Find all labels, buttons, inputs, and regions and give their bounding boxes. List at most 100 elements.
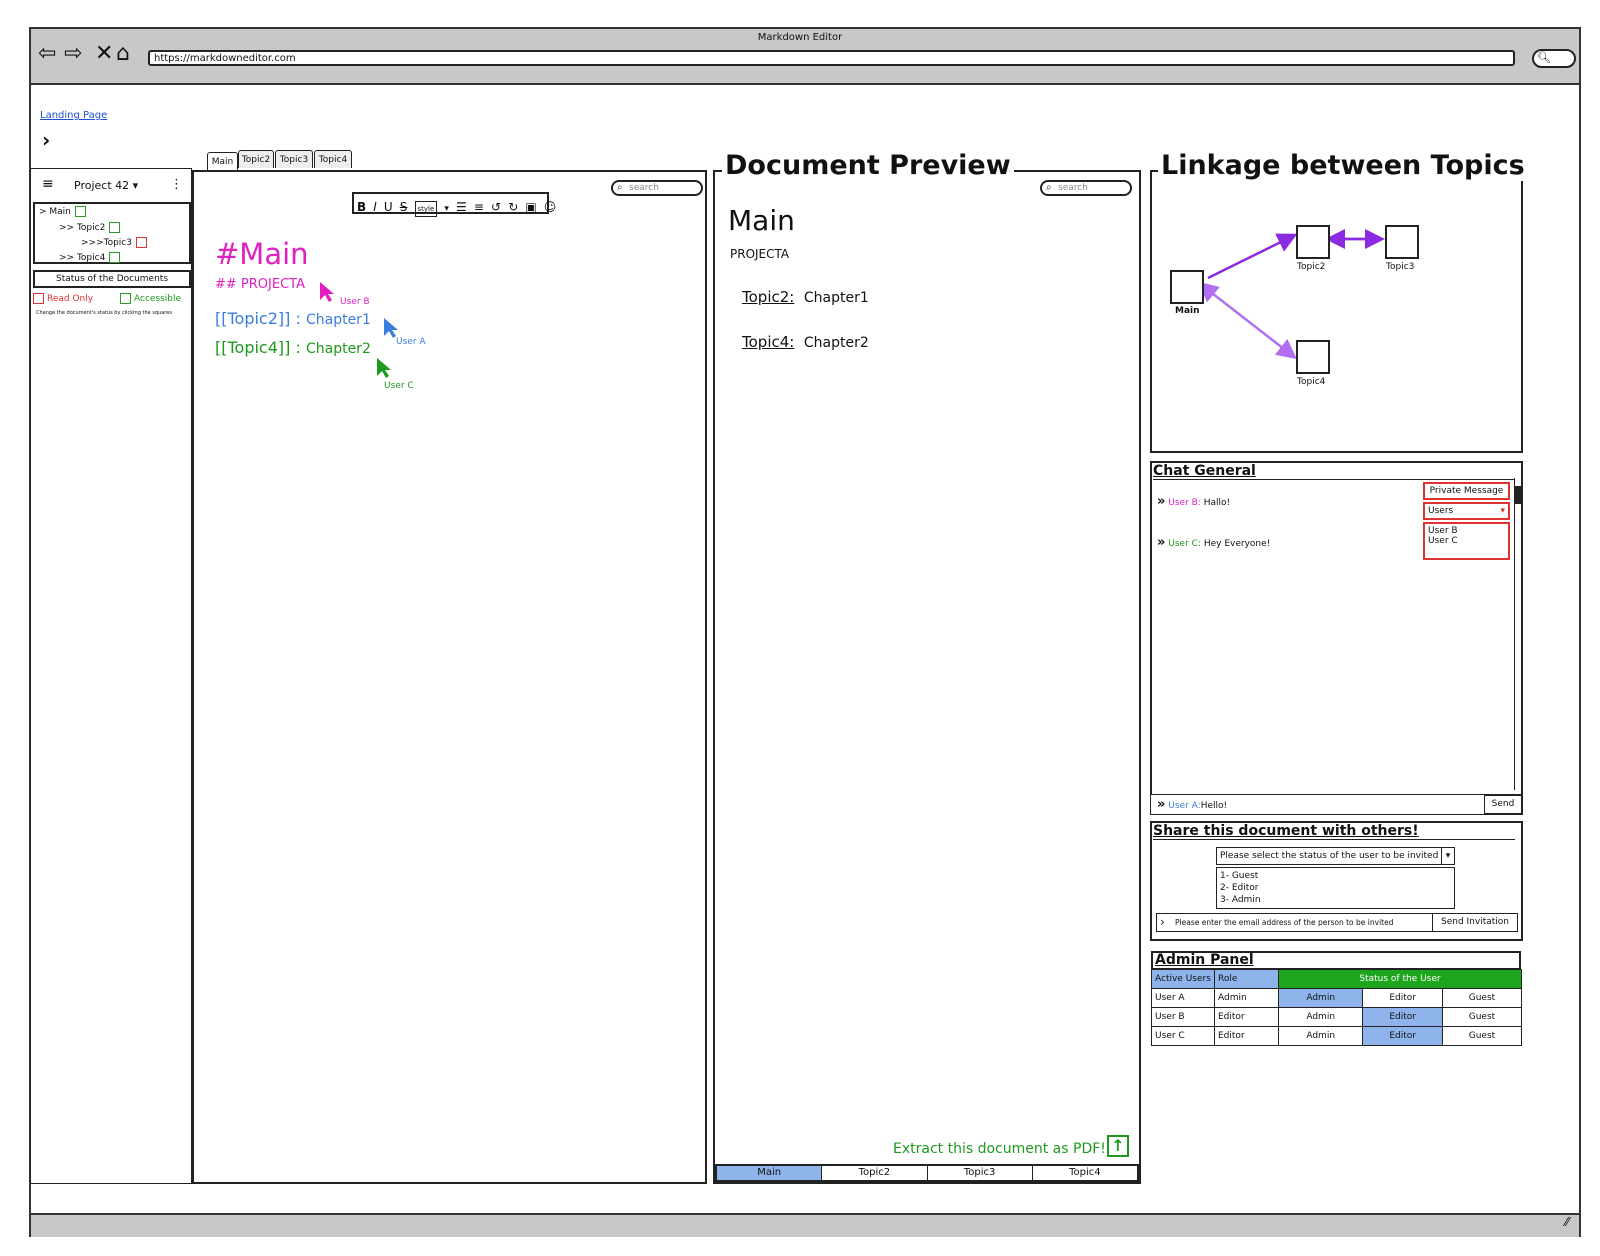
tab-main[interactable]: Main — [207, 152, 238, 172]
italic-button[interactable]: I — [373, 200, 377, 214]
editor-heading[interactable]: #Main — [215, 237, 309, 271]
editor-link-topic2[interactable]: [[Topic2]] : Chapter1 — [215, 309, 371, 328]
cursor-label-a: User A — [396, 337, 426, 347]
export-pdf-link[interactable]: Extract this document as PDF! — [893, 1141, 1106, 1157]
editor-pane[interactable] — [192, 170, 707, 1184]
editor-subheading[interactable]: ## PROJECTA — [215, 277, 305, 292]
email-input[interactable]: ›Please enter the email address of the p… — [1156, 913, 1518, 932]
status-guest-option[interactable]: Guest — [1441, 988, 1523, 1008]
link-text: Chapter1 — [305, 312, 371, 328]
status-admin-option[interactable]: Admin — [1277, 988, 1364, 1008]
status-option[interactable]: 2- Editor — [1220, 883, 1259, 893]
private-message-button[interactable]: Private Message — [1423, 482, 1510, 500]
chat-title: Chat General — [1153, 463, 1515, 480]
tree-label: >>>Topic3 — [81, 238, 132, 248]
redo-icon[interactable]: ↻ — [508, 200, 519, 214]
address-bar[interactable]: https://markdowneditor.com — [148, 50, 1515, 66]
bullet-list-icon[interactable]: ☰ — [456, 200, 467, 214]
forward-icon[interactable]: ⇨ — [64, 41, 83, 66]
status-editor-option[interactable]: Editor — [1362, 1026, 1443, 1046]
undo-icon[interactable]: ↺ — [491, 200, 502, 214]
users-select[interactable]: Users▾ — [1423, 502, 1510, 520]
user-option[interactable]: User C — [1428, 536, 1458, 546]
node-label-topic2: Topic2 — [1297, 262, 1326, 272]
search-icon: ⌕ — [617, 182, 623, 193]
chat-input[interactable]: » User A:Hello! — [1157, 797, 1227, 812]
style-dropdown-icon[interactable]: ▾ — [444, 204, 449, 214]
send-invitation-button[interactable]: Send Invitation — [1432, 913, 1518, 932]
search-placeholder: search — [629, 183, 659, 193]
scrollbar-thumb[interactable] — [1515, 486, 1521, 504]
preview-row-topic4: Topic4: Chapter2 — [742, 333, 869, 351]
underline-button[interactable]: U — [383, 200, 393, 214]
user-b-cursor-icon — [320, 282, 334, 302]
status-square[interactable] — [109, 252, 121, 263]
tree-item-topic4[interactable]: >> Topic4 — [59, 252, 121, 263]
preview-topic-link[interactable]: Topic2: — [742, 288, 795, 306]
tab-topic2[interactable]: Topic2 — [238, 150, 274, 168]
image-icon[interactable]: ▣ — [525, 200, 537, 214]
green-square-icon — [120, 293, 131, 304]
close-icon[interactable]: ✕ — [95, 41, 114, 66]
linkage-panel — [1150, 170, 1523, 453]
status-select[interactable]: Please select the status of the user to … — [1216, 847, 1455, 865]
user-a-cursor-icon — [384, 318, 398, 338]
tree-item-topic3[interactable]: >>>Topic3 — [81, 237, 147, 248]
preview-search-input[interactable]: ⌕search — [1040, 180, 1132, 196]
tab-topic3[interactable]: Topic3 — [275, 150, 313, 168]
browser-search-icon[interactable]: 🔍︎ — [1532, 49, 1576, 68]
project-name: Project 42 — [74, 179, 130, 192]
status-admin-option[interactable]: Admin — [1277, 1007, 1364, 1027]
status-square[interactable] — [136, 237, 147, 248]
red-square-icon — [33, 293, 44, 304]
node-main[interactable] — [1170, 270, 1204, 304]
status-guest-option[interactable]: Guest — [1441, 1007, 1523, 1027]
chevron-down-icon: ▾ — [1441, 848, 1454, 864]
chat-input-user: User A: — [1168, 801, 1201, 811]
user-option[interactable]: User B — [1428, 526, 1458, 536]
preview-tab-topic4[interactable]: Topic4 — [1069, 1167, 1101, 1178]
numbered-list-icon[interactable]: ≡ — [473, 200, 484, 214]
status-square[interactable] — [109, 222, 121, 233]
search-icon: ⌕ — [1046, 182, 1052, 193]
status-editor-option[interactable]: Editor — [1362, 988, 1443, 1008]
strikethrough-button[interactable]: S — [399, 200, 408, 214]
emoji-icon[interactable]: ☺ — [543, 200, 557, 214]
upload-icon[interactable]: ↑ — [1107, 1135, 1129, 1157]
back-icon[interactable]: ⇦ — [38, 41, 57, 66]
node-topic3[interactable] — [1385, 225, 1419, 259]
preview-tab-topic2[interactable]: Topic2 — [822, 1166, 928, 1180]
chevron-down-icon: ▾ — [1500, 506, 1505, 516]
chevron-right-icon[interactable]: › — [42, 128, 51, 152]
preview-tab-main[interactable]: Main — [717, 1166, 823, 1180]
status-square[interactable] — [74, 206, 86, 217]
project-selector[interactable]: Project 42 ▾ — [74, 179, 139, 192]
resize-handle-icon[interactable]: ⁄⁄ — [1565, 1215, 1570, 1229]
chat-user: User C: — [1168, 539, 1201, 549]
tree-item-main[interactable]: > Main — [39, 206, 86, 217]
preview-tab-topic3[interactable]: Topic3 — [928, 1166, 1033, 1180]
node-topic4[interactable] — [1296, 340, 1330, 374]
node-topic2[interactable] — [1296, 225, 1330, 259]
cursor-label-c: User C — [384, 381, 414, 391]
status-guest-option[interactable]: Guest — [1441, 1026, 1523, 1046]
home-icon[interactable]: ⌂ — [116, 41, 130, 66]
tab-topic4[interactable]: Topic4 — [314, 150, 352, 168]
user-cell: User C — [1151, 1026, 1215, 1046]
more-options-icon[interactable]: ⋮ — [170, 177, 183, 192]
status-option[interactable]: 3- Admin — [1220, 895, 1261, 905]
breadcrumb-landing-page[interactable]: Landing Page — [40, 110, 108, 121]
editor-search-input[interactable]: ⌕ search — [611, 180, 703, 196]
tree-item-topic2[interactable]: >> Topic2 — [59, 222, 121, 233]
send-button[interactable]: Send — [1484, 795, 1522, 814]
status-admin-option[interactable]: Admin — [1277, 1026, 1364, 1046]
style-select[interactable]: style — [414, 201, 438, 217]
menu-icon[interactable]: ≡ — [42, 176, 54, 192]
editor-link-topic4[interactable]: [[Topic4]] : Chapter2 — [215, 338, 371, 357]
preview-topic-link[interactable]: Topic4: — [742, 333, 795, 351]
bold-button[interactable]: B — [357, 200, 367, 214]
status-option[interactable]: 1- Guest — [1220, 871, 1259, 881]
role-cell: Editor — [1214, 1026, 1279, 1046]
chat-scrollbar[interactable] — [1514, 478, 1523, 790]
status-editor-option[interactable]: Editor — [1362, 1007, 1443, 1027]
